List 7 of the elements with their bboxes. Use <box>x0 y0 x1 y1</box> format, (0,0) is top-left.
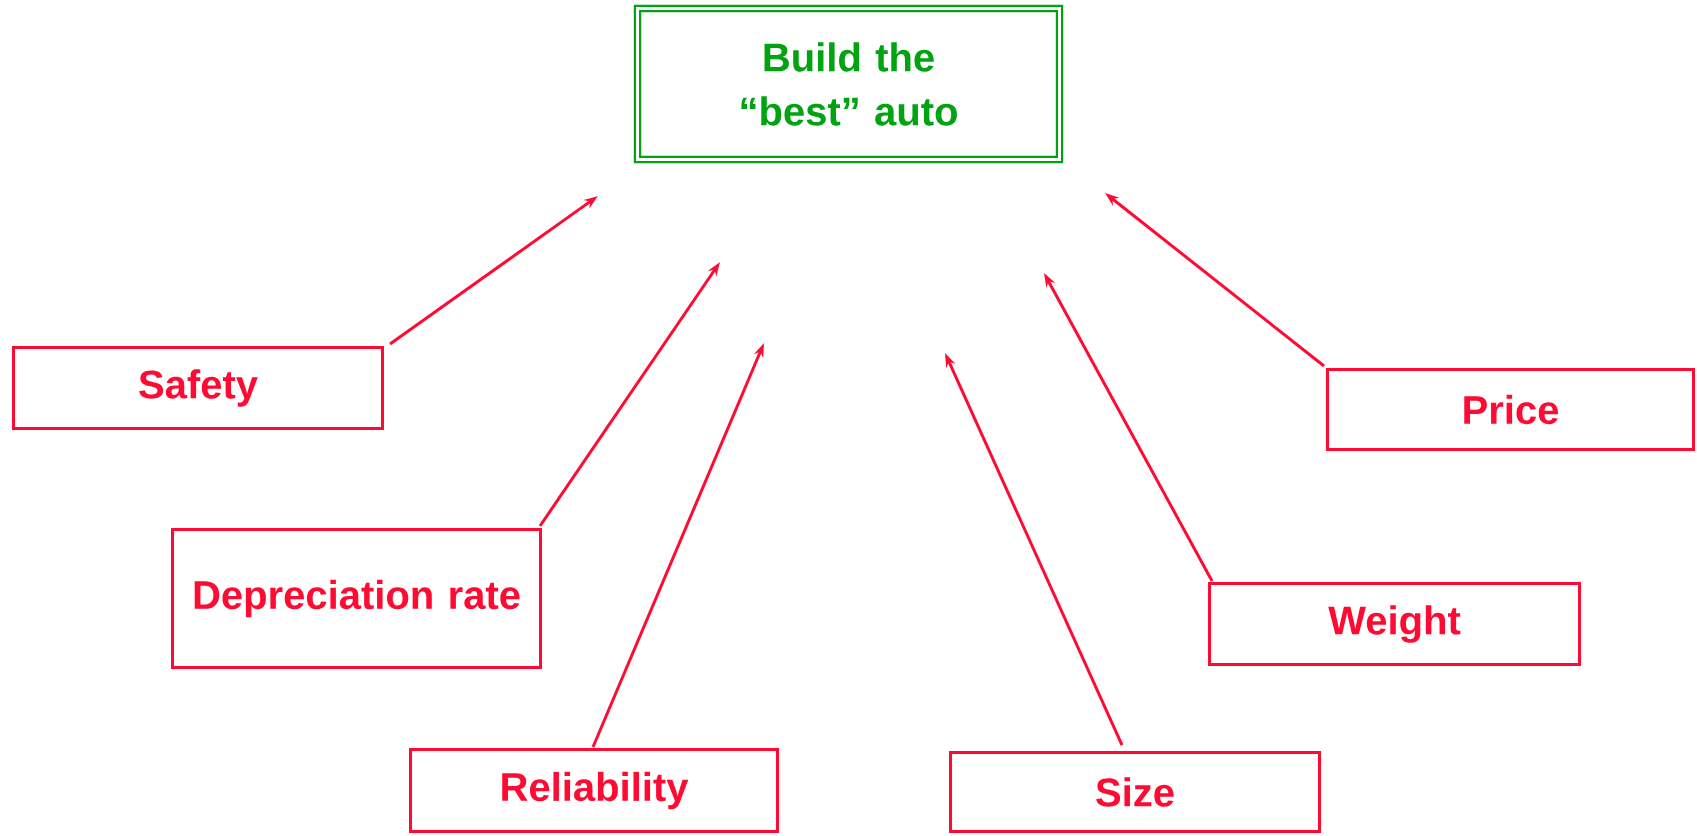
factor-box: Price <box>1326 368 1695 451</box>
factor-box: Safety <box>12 346 384 430</box>
goal-box: Build the “best” auto <box>633 4 1064 164</box>
factor-box: Size <box>949 751 1321 833</box>
factor-box: Reliability <box>409 748 779 833</box>
factor-box: Weight <box>1208 582 1581 666</box>
factor-box: Depreciation rate <box>171 528 542 669</box>
